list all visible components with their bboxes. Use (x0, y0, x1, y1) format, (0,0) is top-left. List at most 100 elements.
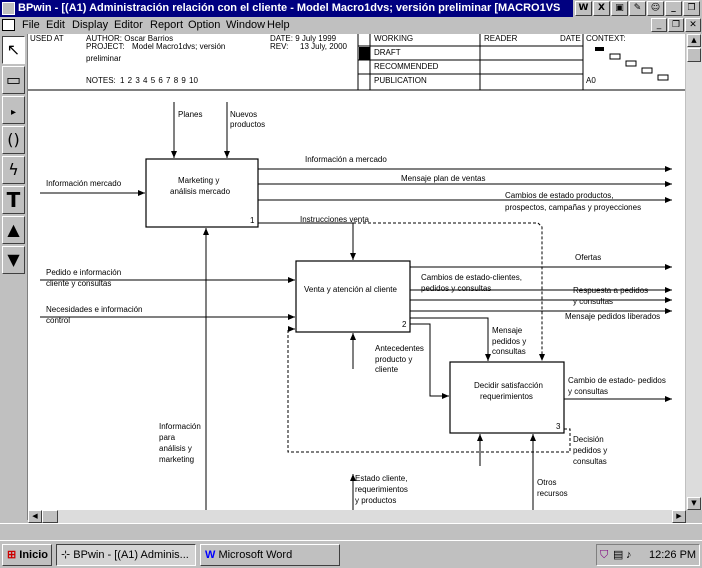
network-icon[interactable]: ▤ (613, 549, 624, 561)
go-to-parent-tool[interactable]: ▲ (2, 216, 25, 244)
label-info-mercado-out: Información a mercado (305, 155, 387, 164)
label-necesidades-2: control (46, 316, 71, 325)
label-info-mercado-in: Información mercado (46, 179, 122, 188)
header-recommended: RECOMMENDED (374, 62, 439, 71)
status-bar (0, 523, 702, 540)
box-tool[interactable]: ▭ (2, 66, 25, 94)
squiggle-tool[interactable]: () (2, 126, 25, 154)
precedence-arrow-tool[interactable]: ▸ (2, 96, 25, 124)
scroll-up-button[interactable]: ▲ (687, 34, 701, 47)
word-task-icon: W (205, 549, 216, 561)
label-mensaje-plan: Mensaje plan de ventas (401, 174, 486, 183)
box2-label: Venta y atención al cliente (304, 285, 397, 294)
label-nuevos-1: Nuevos (230, 110, 258, 119)
excel-icon[interactable]: X (593, 1, 610, 16)
label-info-para-3: análisis y (159, 444, 192, 453)
label-planes: Planes (178, 110, 203, 119)
box3-number: 3 (556, 422, 561, 431)
windows-logo-icon: ⊞ (7, 549, 17, 561)
arrow-right-icon: ▸ (10, 107, 17, 118)
bpwin-app-icon[interactable] (2, 2, 15, 15)
doc-minimize-button[interactable]: _ (651, 18, 667, 32)
shield-icon[interactable]: ⛉ (600, 549, 609, 561)
volume-icon[interactable]: ♪ (626, 549, 632, 561)
label-respuesta-2: y consultas (573, 297, 614, 306)
doc-close-button[interactable]: ✕ (685, 18, 701, 32)
menu-file[interactable]: File (22, 19, 40, 31)
doc-restore-button[interactable]: ❐ (668, 18, 684, 32)
header-publication: PUBLICATION (374, 76, 427, 85)
menu-display[interactable]: Display (72, 19, 109, 31)
taskbar-word-label: Microsoft Word (218, 549, 293, 561)
tunnel-tool[interactable]: ϟ (2, 156, 25, 184)
menu-bar: File Edit Display Editor Report Option W… (0, 17, 702, 34)
menu-option[interactable]: Option (188, 19, 221, 31)
label-msg-pc-1: Mensaje (492, 326, 523, 335)
scroll-right-button[interactable]: ▶ (672, 510, 686, 523)
menu-window[interactable]: Window (226, 19, 266, 31)
label-cambio-estado-1: Cambio de estado- pedidos (568, 376, 666, 385)
scroll-down-button[interactable]: ▼ (687, 497, 701, 510)
title-toolbar: W X ▣ ✎ ☺ _ ❐ (573, 0, 702, 17)
header-used-at: USED AT (30, 34, 64, 43)
box2-number: 2 (402, 320, 407, 329)
box1-label-line1: Marketing y (178, 176, 220, 185)
horizontal-scroll-thumb[interactable] (42, 510, 58, 523)
menu-editor[interactable]: Editor (114, 19, 143, 31)
label-msg-pc-3: consultas (492, 347, 526, 356)
label-decision-1: Decisión (573, 435, 604, 444)
powerpoint-icon[interactable]: ▣ (611, 1, 628, 16)
label-antecedentes-2: producto y (375, 355, 413, 364)
parentheses-icon: () (7, 130, 20, 149)
word-icon[interactable]: W (575, 1, 592, 16)
label-necesidades-1: Necesidades e información (46, 305, 143, 314)
vertical-scrollbar[interactable]: ▲ ▼ (686, 34, 702, 510)
clock[interactable]: 12:26 PM (649, 549, 697, 561)
header-project-label: PROJECT: (86, 42, 125, 51)
label-cambios-cli-1: Cambios de estado-clientes, (421, 273, 522, 282)
taskbar-bpwin[interactable]: ⊹ BPwin - [(A1) Adminis... (56, 544, 196, 566)
minimize-button[interactable]: _ (665, 1, 682, 16)
header-project-value: Model Macro1dvs; versión (132, 42, 226, 51)
label-decision-3: consultas (573, 457, 607, 466)
header-date2: DATE (560, 34, 581, 43)
taskbar-word[interactable]: W Microsoft Word (200, 544, 340, 566)
label-info-para-2: para (159, 433, 176, 442)
vertical-scroll-thumb[interactable] (687, 48, 701, 62)
label-antecedentes-1: Antecedentes (375, 344, 424, 353)
label-estado-3: y productos (355, 496, 397, 505)
activity-box-1 (145, 158, 259, 228)
restore-button[interactable]: ❐ (683, 1, 700, 16)
go-to-child-tool[interactable]: ▼ (2, 246, 25, 274)
label-otros-1: Otros (537, 478, 557, 487)
document-icon[interactable] (2, 19, 15, 31)
header-context-node: A0 (586, 76, 596, 85)
menu-edit[interactable]: Edit (46, 19, 65, 31)
box1-number: 1 (250, 216, 255, 225)
label-cambio-estado-2: y consultas (568, 387, 609, 396)
header-date: DATE: 9 July 1999 (270, 34, 337, 43)
office-assistant-icon[interactable]: ☺ (647, 1, 664, 16)
label-msg-pc-2: pedidos y (492, 337, 527, 346)
box1-label-line2: análisis mercado (170, 187, 231, 196)
triangle-down-icon: ▼ (7, 250, 20, 269)
taskbar-bpwin-label: BPwin - [(A1) Adminis... (73, 549, 189, 561)
header-draft: DRAFT (374, 48, 401, 57)
office-tools-icon[interactable]: ✎ (629, 1, 646, 16)
menu-help[interactable]: Help (267, 19, 290, 31)
pointer-tool[interactable]: ↖ (2, 36, 25, 64)
label-decision-2: pedidos y (573, 446, 608, 455)
diagram-canvas[interactable]: USED AT AUTHOR: Oscar Barrios DATE: 9 Ju… (28, 34, 685, 510)
header-reader: READER (484, 34, 518, 43)
horizontal-scrollbar[interactable]: ◀ ▶ (28, 510, 686, 523)
menu-report[interactable]: Report (150, 19, 184, 31)
label-cambios-prod-2: prospectos, campañas y proyecciones (505, 203, 642, 212)
activity-box-2 (295, 260, 411, 333)
toolbox: ↖ ▭ ▸ () ϟ T ▲ ▼ (0, 34, 28, 520)
scroll-left-button[interactable]: ◀ (28, 510, 42, 523)
start-button[interactable]: ⊞ Inicio (2, 544, 52, 566)
box3-label-line1: Decidir satisfacción (474, 381, 543, 390)
label-pedido-1: Pedido e información (46, 268, 122, 277)
label-nuevos-2: productos (230, 120, 266, 129)
text-tool[interactable]: T (2, 186, 25, 214)
